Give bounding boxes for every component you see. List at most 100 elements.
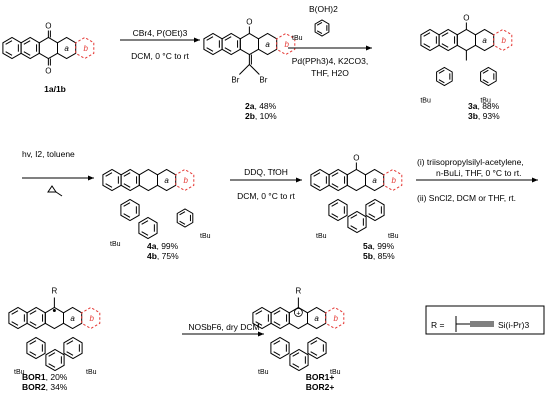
ring-a-label: a: [372, 176, 377, 185]
aryl-boronic-ring: [314, 19, 330, 37]
step4-conditions-line1: DDQ, TfOH: [244, 167, 288, 177]
double-bond: [255, 321, 263, 326]
tbu-label: tBu: [480, 98, 491, 105]
ring-a-label: a: [64, 44, 69, 53]
double-bond: [273, 351, 281, 356]
arrow-step1-head: [194, 37, 200, 43]
step5-conditions-line1: (i) triisopropylsilyl-acetylene,: [417, 157, 524, 167]
fused-ring: [57, 36, 77, 60]
double-bond: [313, 172, 321, 177]
ring-b-label: b: [285, 40, 290, 49]
double-bond: [206, 36, 214, 41]
double-bond: [273, 340, 281, 345]
double-bond: [141, 231, 149, 236]
double-bond: [313, 183, 321, 188]
oxygen-label: O: [45, 67, 51, 76]
double-bond: [23, 51, 31, 56]
fused-ring: [157, 168, 177, 192]
double-bond: [123, 202, 131, 207]
double-bond: [66, 340, 74, 345]
double-bond: [441, 43, 449, 48]
c-br-bond: [249, 64, 260, 75]
ring-b-label: b: [184, 176, 189, 185]
tbu-label: tBu: [86, 369, 97, 376]
oxygen-label: O: [246, 18, 252, 27]
fused-ring: [26, 336, 46, 360]
tbu-label: tBu: [330, 369, 341, 376]
r-label: R: [295, 287, 301, 296]
tbu-label: tBu: [14, 369, 25, 376]
double-bond: [331, 172, 339, 177]
ring-b-label: b: [334, 314, 339, 323]
fused-ring: [307, 336, 327, 360]
ring-a-label: a: [314, 314, 319, 323]
fused-ring: [270, 336, 290, 360]
ring-b-label: b: [90, 314, 95, 323]
ring-b-dashed: [325, 306, 345, 330]
double-bond: [310, 340, 318, 345]
ring-b-label: b: [84, 44, 89, 53]
double-bond: [441, 32, 449, 37]
c-br-bond: [239, 64, 250, 75]
double-bond: [316, 21, 323, 26]
tbu-label: tBu: [110, 241, 121, 248]
arrow-step2-head: [366, 45, 372, 51]
step2-conditions-line2: THF, H2O: [311, 68, 349, 78]
double-bond: [48, 352, 56, 357]
ring-a-label: a: [70, 314, 75, 323]
epoxide-ring: [47, 185, 57, 193]
double-bond: [350, 225, 358, 230]
fused-ring: [120, 198, 140, 222]
fused-ring: [258, 32, 278, 56]
boronic-acid-tbu: tBu: [292, 35, 303, 42]
double-bond: [438, 69, 445, 74]
fused-ring: [328, 198, 348, 222]
compound-4-yields: 4a, 99% 4b, 75%: [147, 241, 179, 261]
double-bond: [141, 220, 149, 225]
compound-2-yields: 2a, 48% 2b, 10%: [245, 101, 277, 121]
tbu-label: tBu: [200, 233, 211, 240]
cation-labels: BOR1+BOR2+: [305, 372, 335, 392]
double-bond: [29, 321, 37, 326]
double-bond: [224, 36, 232, 41]
double-bond: [310, 351, 318, 356]
aryl-ring: [480, 66, 497, 87]
double-bond: [292, 352, 300, 357]
bromine-label: Br: [259, 76, 267, 85]
double-bond: [29, 310, 37, 315]
step4-conditions-line2: DCM, 0 °C to rt: [237, 191, 295, 201]
arrow-step6-head: [258, 331, 264, 337]
double-bond: [438, 79, 445, 84]
ring-b-dashed: [175, 168, 195, 192]
r-label: R: [51, 287, 57, 296]
cation-charge: [293, 308, 303, 317]
fused-ring: [346, 168, 366, 192]
double-bond: [423, 32, 431, 37]
fused-ring: [289, 348, 309, 372]
ring-a-label: a: [482, 36, 487, 45]
fused-ring: [347, 210, 367, 234]
arrow-step3-head: [88, 175, 94, 181]
double-bond: [5, 40, 13, 45]
double-bond: [123, 183, 131, 188]
epoxide-methyl: [55, 191, 63, 197]
double-bond: [29, 340, 37, 345]
fused-ring: [138, 168, 158, 192]
arrow-step5-head: [532, 177, 538, 183]
oxygen-label: O: [463, 14, 469, 23]
radical-dot: [52, 309, 56, 312]
tbu-label: tBu: [420, 98, 431, 105]
radical-yields: BOR1, 20% BOR2, 34%: [22, 372, 68, 392]
aryl-ring: [176, 208, 194, 228]
ring-a-label: a: [265, 40, 270, 49]
step2-conditions-line1: Pd(PPh3)4, K2CO3,: [291, 56, 369, 66]
double-bond: [273, 310, 281, 315]
double-bond: [224, 47, 232, 52]
ring-a-label: a: [164, 176, 169, 185]
tbu-label: tBu: [258, 369, 269, 376]
r-definition-lhs: R =: [431, 320, 445, 330]
step6-conditions: NOSbF6, dry DCM: [188, 322, 260, 332]
ring-b-dashed: [383, 168, 403, 192]
double-bond: [316, 30, 323, 35]
